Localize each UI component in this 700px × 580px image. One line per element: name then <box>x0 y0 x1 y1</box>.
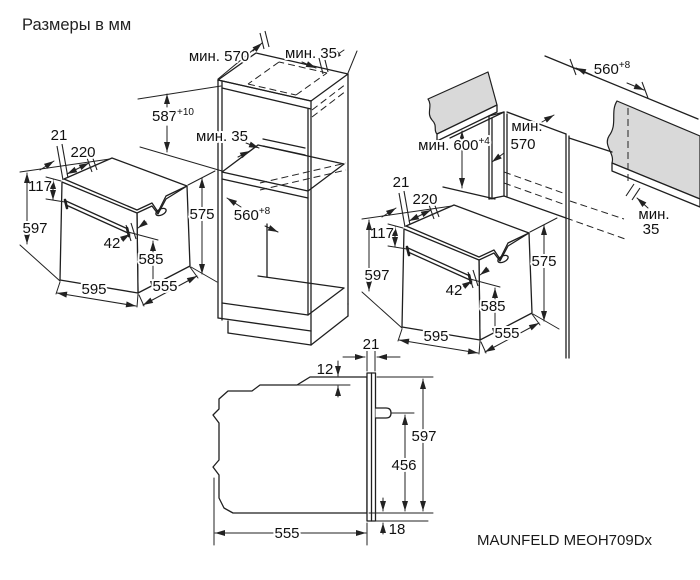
dim-label-sv-555: 555 <box>274 525 299 542</box>
dim-base-niche-width: 560+8 <box>569 58 649 99</box>
dim-label-sv-21: 21 <box>363 336 380 353</box>
page-title: Размеры в мм <box>22 16 131 34</box>
worktop-right-surface <box>606 100 700 200</box>
dim-vent-gap: мин. 35 <box>194 126 260 159</box>
dim-sv-total-height: 597 <box>368 376 439 514</box>
base-cabinet-hidden-edges <box>503 108 629 241</box>
dim-niche-height: 587+10 <box>137 85 223 172</box>
cabinet-hidden-edges <box>247 61 347 191</box>
dim-sv-body-depth: 555 <box>213 477 368 546</box>
dim-base-min-depth: мин. 570 <box>491 114 555 163</box>
worktop-right-edge <box>611 162 700 208</box>
base-cabinet-drawing: 560+8 мин. 600+4 мин. 570 мин. 35 <box>416 55 700 359</box>
dim-sv-bottom-step: 18 <box>375 497 429 540</box>
dim-label-sv-456: 456 <box>391 457 416 474</box>
dim-base-rear-gap: мин. 35 <box>625 183 672 240</box>
tall-cabinet-drawing: мин. 570 мин. 35 587+10 мин. 35 560+8 <box>137 30 358 346</box>
dim-cabinet-min-depth: мин. 570 <box>187 30 270 80</box>
dim-label-min-600: мин. 600+4 <box>418 136 490 154</box>
base-cabinet-structure <box>442 55 699 359</box>
dim-label-min-35-rear-l1: мин. <box>638 206 669 223</box>
dim-cabinet-top-gap: мин. 35 <box>283 43 358 75</box>
dim-sv-top-step: 12 <box>296 359 351 398</box>
dim-label-base-560: 560+8 <box>594 60 631 78</box>
side-view-drawing: 21 12 597 456 18 555 <box>212 334 439 546</box>
oven-drawing-right <box>362 174 559 354</box>
side-view-bracket <box>375 407 392 419</box>
dim-label-min-35-top: мин. 35 <box>285 45 337 62</box>
dim-label-sv-12: 12 <box>317 361 334 378</box>
dim-base-min-height: мин. 600+4 <box>416 130 492 189</box>
model-label: MAUNFELD MEOH709Dx <box>477 532 653 549</box>
dim-niche-width: 560+8 <box>226 197 279 233</box>
dim-label-560: 560+8 <box>234 206 271 224</box>
dim-label-min-35-vent: мин. 35 <box>196 128 248 145</box>
dim-label-sv-597: 597 <box>411 428 436 445</box>
cabinet-structure <box>217 73 349 346</box>
oven-drawing-left <box>20 127 217 307</box>
dim-sv-mount-height: 456 <box>389 412 419 512</box>
dim-sv-door-thickness: 21 <box>342 334 401 372</box>
side-view-body <box>212 376 368 514</box>
dim-label-min-35-rear-l2: 35 <box>643 221 660 238</box>
dim-label-min-570-l2: 570 <box>510 136 535 153</box>
dim-label-587: 587+10 <box>152 107 194 125</box>
dim-label-min-570: мин. 570 <box>189 48 249 65</box>
dim-label-min-570-l1: мин. <box>511 118 542 135</box>
worktop-left-surface <box>427 71 498 135</box>
worktop-left-edge <box>436 104 498 142</box>
dim-label-sv-18: 18 <box>389 521 406 538</box>
